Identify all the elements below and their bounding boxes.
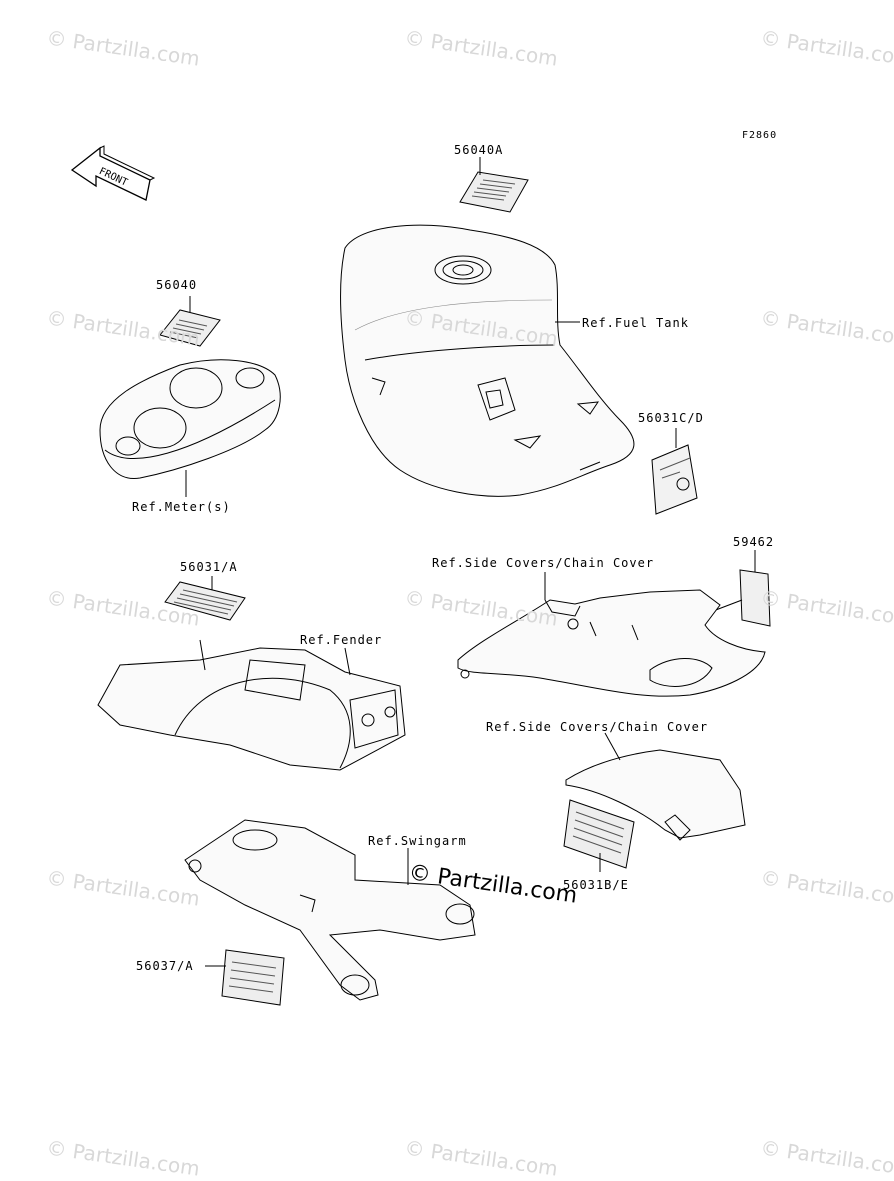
decal-56031CD: [651, 428, 698, 515]
ref-side-covers-lower[interactable]: Ref.Side Covers/Chain Cover: [486, 720, 709, 734]
rear-fender: [97, 639, 406, 771]
swingarm: [184, 819, 476, 1001]
side-cover-lower: [565, 732, 746, 841]
diagram-code: F2860: [742, 130, 778, 141]
side-cover-upper: [457, 572, 766, 697]
part-number-56037A[interactable]: 56037/A: [136, 959, 194, 973]
ref-fender[interactable]: Ref.Fender: [300, 633, 383, 647]
decal-56031BE: [563, 799, 635, 872]
part-number-56031CD[interactable]: 56031C/D: [638, 411, 704, 425]
part-number-56040[interactable]: 56040: [156, 278, 198, 292]
part-number-56031BE[interactable]: 56031B/E: [563, 878, 629, 892]
decal-56037A: [205, 949, 285, 1006]
decal-56040A: [459, 157, 529, 213]
ref-fuel-tank[interactable]: Ref.Fuel Tank: [582, 316, 689, 330]
decal-56040: [159, 296, 221, 347]
front-arrow-icon: FRONT: [70, 145, 156, 201]
ref-meter[interactable]: Ref.Meter(s): [132, 500, 231, 514]
meter-cluster: [99, 359, 281, 497]
fuel-tank: [339, 224, 635, 497]
decal-59462: [699, 550, 771, 627]
part-number-56040A[interactable]: 56040A: [454, 143, 504, 157]
ref-swingarm[interactable]: Ref.Swingarm: [368, 834, 467, 848]
ref-side-covers-upper[interactable]: Ref.Side Covers/Chain Cover: [432, 556, 655, 570]
part-number-59462[interactable]: 59462: [733, 535, 775, 549]
decal-56031A: [164, 576, 246, 621]
part-number-56031A[interactable]: 56031/A: [180, 560, 238, 574]
